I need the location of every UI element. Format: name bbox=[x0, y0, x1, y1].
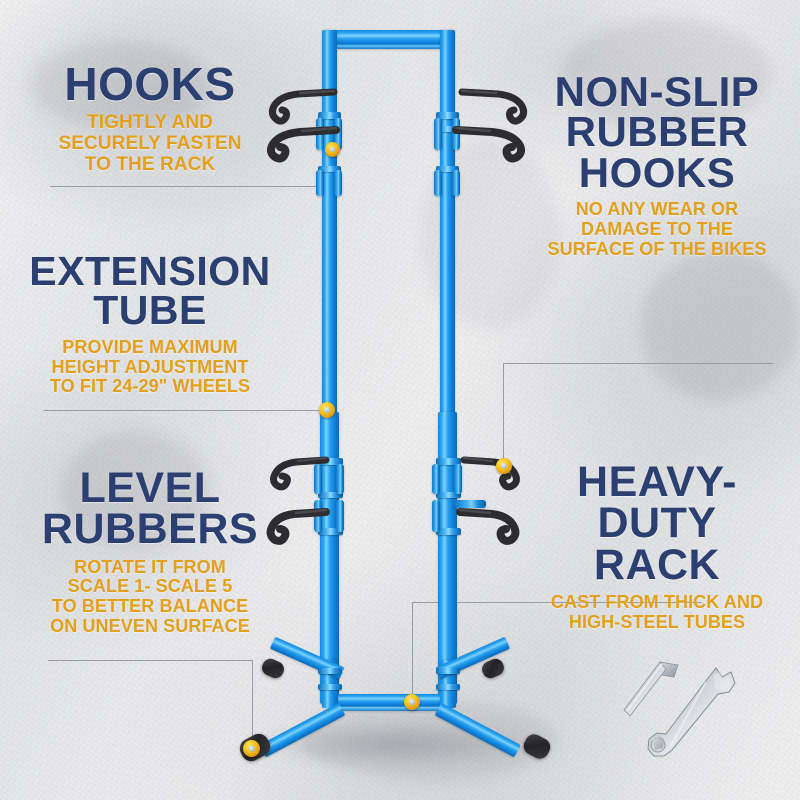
leader-level-horizontal bbox=[48, 660, 252, 661]
leader-heavy-vertical bbox=[412, 602, 413, 702]
base-collar bbox=[318, 668, 342, 674]
rubber-hook bbox=[262, 452, 330, 492]
post-collar bbox=[436, 458, 461, 465]
base-adjustment-knob bbox=[404, 694, 420, 710]
hook-bracket bbox=[454, 500, 486, 508]
base-crossbar bbox=[326, 694, 454, 707]
callout-hooks-heading: HOOKS bbox=[64, 58, 236, 110]
callout-hooks-body: TIGHTLY AND SECURELY FASTEN TO THE RACK bbox=[58, 112, 242, 175]
post-collar bbox=[436, 126, 459, 132]
hook-bracket bbox=[454, 464, 462, 494]
rubber-hook bbox=[260, 504, 330, 546]
leader-nonslip-horizontal bbox=[503, 363, 773, 364]
callout-non-slip-rubber-hooks-heading: NON-SLIP RUBBER HOOKS bbox=[554, 68, 760, 196]
top-crossbar bbox=[324, 30, 454, 46]
post-collar bbox=[318, 492, 343, 498]
post-collar bbox=[436, 492, 461, 498]
wrench-icon bbox=[647, 667, 736, 757]
hook-bracket bbox=[336, 500, 344, 532]
leader-nonslip-vertical bbox=[503, 363, 504, 465]
post-collar bbox=[436, 528, 461, 535]
callout-extension-tube-body: PROVIDE MAXIMUM HEIGHT ADJUSTMENT TO FIT… bbox=[49, 336, 251, 397]
callout-heavy-duty-rack-body: CAST FROM THICK AND HIGH-STEEL TUBES bbox=[550, 591, 764, 632]
callout-level-rubbers-body: ROTATE IT FROM SCALE 1- SCALE 5 TO BETTE… bbox=[50, 556, 250, 636]
top-crossbar-lower bbox=[332, 44, 446, 49]
callout-non-slip-rubber-hooks-body: NO ANY WEAR OR DAMAGE TO THE SURFACE OF … bbox=[547, 198, 767, 259]
hook-bracket bbox=[432, 464, 440, 494]
base-crossbar-lower bbox=[330, 706, 450, 711]
base-collar bbox=[318, 684, 342, 690]
rubber-hook bbox=[458, 86, 538, 130]
level-rubber-adjuster bbox=[243, 740, 260, 757]
hook-bracket bbox=[434, 170, 442, 196]
post-collar bbox=[436, 112, 459, 119]
base-collar bbox=[436, 668, 460, 674]
rubber-hook bbox=[452, 120, 536, 164]
allen-key-icon bbox=[623, 661, 679, 717]
hook-bracket bbox=[452, 170, 460, 196]
leader-extension-horizontal bbox=[44, 410, 326, 411]
callout-hooks: HOOKS TIGHTLY AND SECURELY FASTEN TO THE… bbox=[14, 58, 286, 176]
hook-bracket bbox=[314, 464, 322, 494]
rubber-hook bbox=[258, 86, 338, 130]
post-collar bbox=[436, 166, 459, 172]
vertical-post-right-upper bbox=[440, 30, 455, 426]
leader-hooks-horizontal bbox=[50, 186, 332, 187]
hook-bracket bbox=[432, 500, 440, 532]
callout-level-rubbers-heading: LEVEL RUBBERS bbox=[41, 464, 259, 554]
hook-bracket bbox=[336, 464, 344, 494]
post-collar bbox=[318, 528, 343, 535]
callout-extension-tube-heading: EXTENSION TUBE bbox=[29, 248, 271, 334]
hook-adjustment-knob-upper-left bbox=[325, 142, 340, 157]
tools-illustration bbox=[623, 661, 736, 757]
callout-level-rubbers: LEVEL RUBBERS ROTATE IT FROM SCALE 1- SC… bbox=[14, 464, 286, 637]
hook-adjustment-knob-right bbox=[496, 458, 512, 474]
rubber-hook bbox=[456, 504, 526, 546]
leader-heavy-horizontal bbox=[412, 602, 702, 603]
included-tools bbox=[600, 650, 780, 780]
rubber-hook bbox=[256, 120, 340, 164]
callout-heavy-duty-rack-heading: HEAVY-DUTY RACK bbox=[577, 458, 737, 589]
hook-bracket bbox=[316, 170, 324, 196]
base-collar bbox=[436, 684, 460, 690]
post-collar bbox=[318, 112, 341, 119]
vertical-post-right-lower bbox=[438, 412, 457, 704]
post-collar bbox=[318, 166, 341, 172]
hook-bracket bbox=[334, 118, 342, 150]
leader-level-vertical bbox=[252, 660, 253, 748]
extension-tube-knob bbox=[319, 402, 335, 418]
callout-extension-tube: EXTENSION TUBE PROVIDE MAXIMUM HEIGHT AD… bbox=[10, 248, 290, 397]
callout-non-slip-rubber-hooks: NON-SLIP RUBBER HOOKS NO ANY WEAR OR DAM… bbox=[518, 68, 796, 259]
hook-bracket bbox=[334, 170, 342, 196]
hook-bracket bbox=[434, 118, 442, 150]
vertical-post-left-lower bbox=[320, 412, 339, 704]
post-collar bbox=[318, 458, 343, 465]
callout-heavy-duty-rack: HEAVY-DUTY RACK CAST FROM THICK AND HIGH… bbox=[518, 458, 796, 632]
leg-foot-rear-left bbox=[259, 656, 287, 681]
